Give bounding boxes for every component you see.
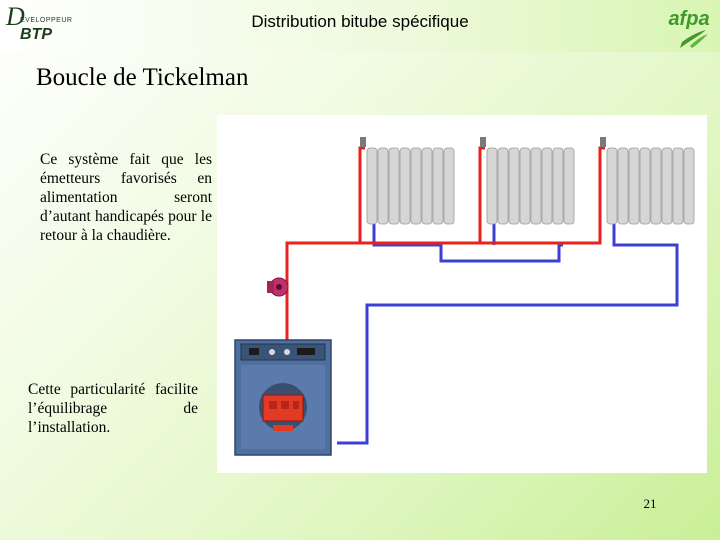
radiator-3 (600, 137, 697, 225)
explanation-paragraph-1: Ce système fait que les émetteurs favori… (40, 151, 212, 244)
pump-icon (267, 277, 289, 297)
radiator-1-valve-icon (360, 137, 366, 147)
logo-small-text: ÉVELOPPEUR (20, 17, 73, 24)
afpa-logo-leaf-icon (680, 30, 706, 48)
tickelman-loop-diagram (217, 115, 707, 473)
logo-initial: D (6, 2, 25, 31)
header-band (0, 0, 720, 52)
afpa-logo: afpa (668, 8, 710, 48)
slide-title: Boucle de Tickelman (36, 64, 249, 91)
afpa-logo-leaf-icon-2 (690, 34, 708, 48)
radiator-2 (480, 137, 577, 225)
radiator-3-valve-icon (600, 137, 606, 147)
afpa-logo-text: afpa (668, 8, 709, 30)
header-title: Distribution bitube spécifique (251, 12, 469, 31)
radiator-1 (360, 137, 457, 225)
explanation-paragraph-2: Cette particularité facilite l’équilibra… (28, 381, 198, 436)
supply-pipe (285, 146, 607, 345)
logo-main-text: BTP (20, 26, 52, 43)
page-number: 21 (643, 496, 657, 511)
radiator-2-valve-icon (480, 137, 486, 147)
boiler-icon (234, 339, 332, 456)
developpeur-btp-logo: D ÉVELOPPEUR BTP (6, 2, 73, 46)
